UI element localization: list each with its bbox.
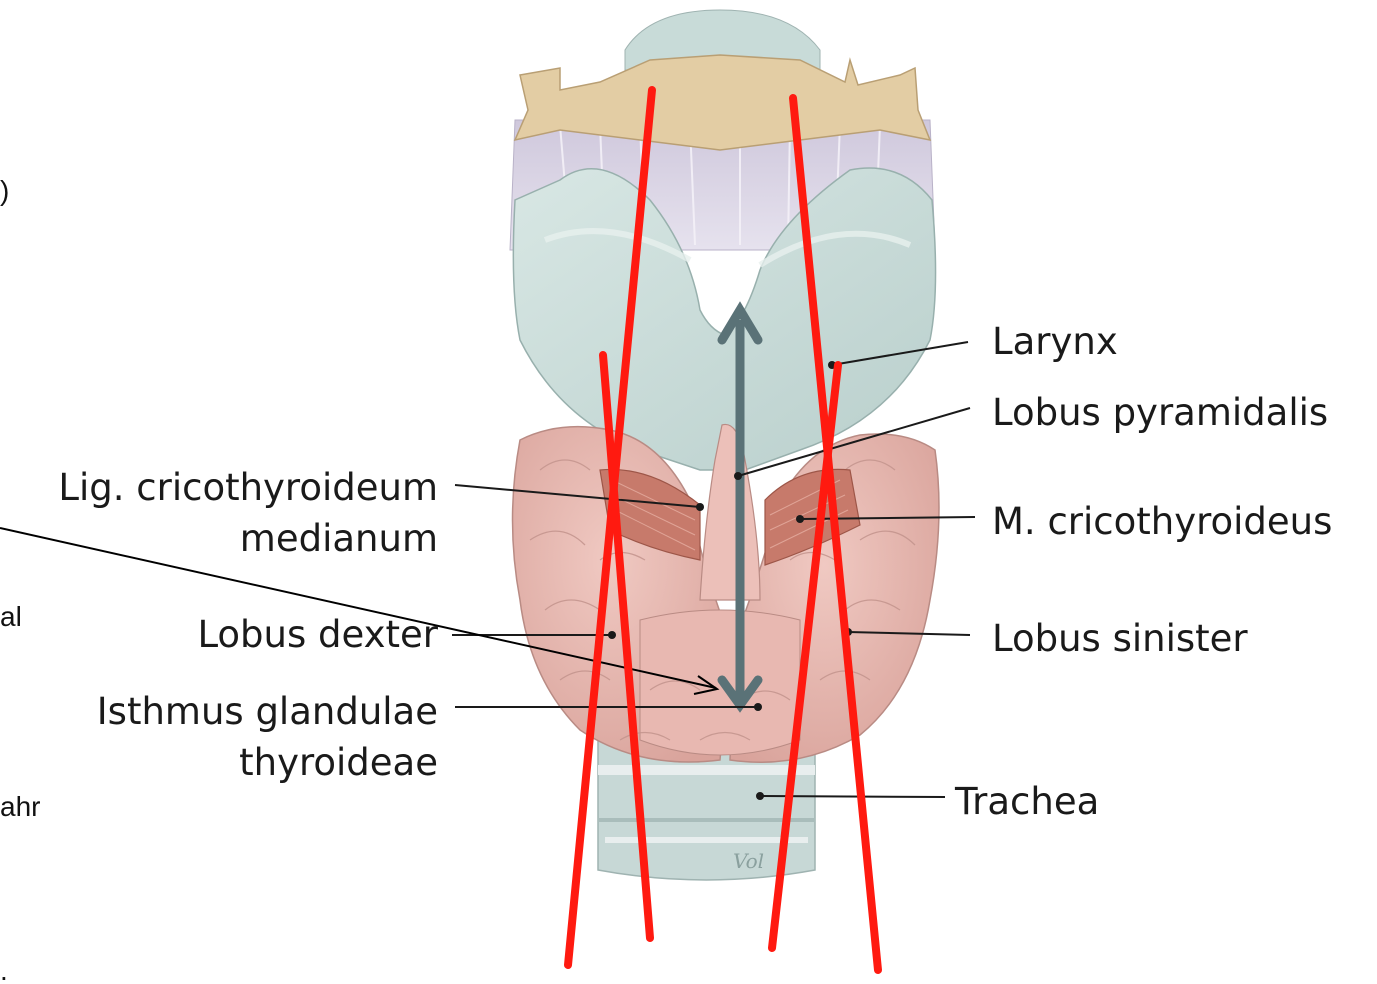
artist-signature: Vol (733, 849, 764, 873)
label-m-cricothyroideus: M. cricothyroideus (992, 500, 1332, 543)
label-lobus-sinister: Lobus sinister (992, 617, 1248, 660)
left-fragment-dot: . (0, 955, 8, 984)
label-larynx: Larynx (992, 320, 1118, 363)
label-isthmus-thyroideae: thyroideae (239, 741, 438, 784)
label-lobus-pyramidalis: Lobus pyramidalis (992, 391, 1328, 434)
left-fragment-al: al (0, 601, 22, 632)
label-trachea: Trachea (954, 780, 1099, 823)
label-lobus-dexter: Lobus dexter (197, 613, 438, 656)
label-isthmus-glandulae: Isthmus glandulae (97, 690, 438, 733)
label-lig-medianum: medianum (240, 517, 438, 560)
left-fragment-ahr: ahr (0, 791, 40, 822)
left-fragment-paren: ) (0, 175, 9, 206)
label-lig-cricothyroideum: Lig. cricothyroideum (58, 466, 438, 509)
thyroid-gland (513, 424, 940, 762)
